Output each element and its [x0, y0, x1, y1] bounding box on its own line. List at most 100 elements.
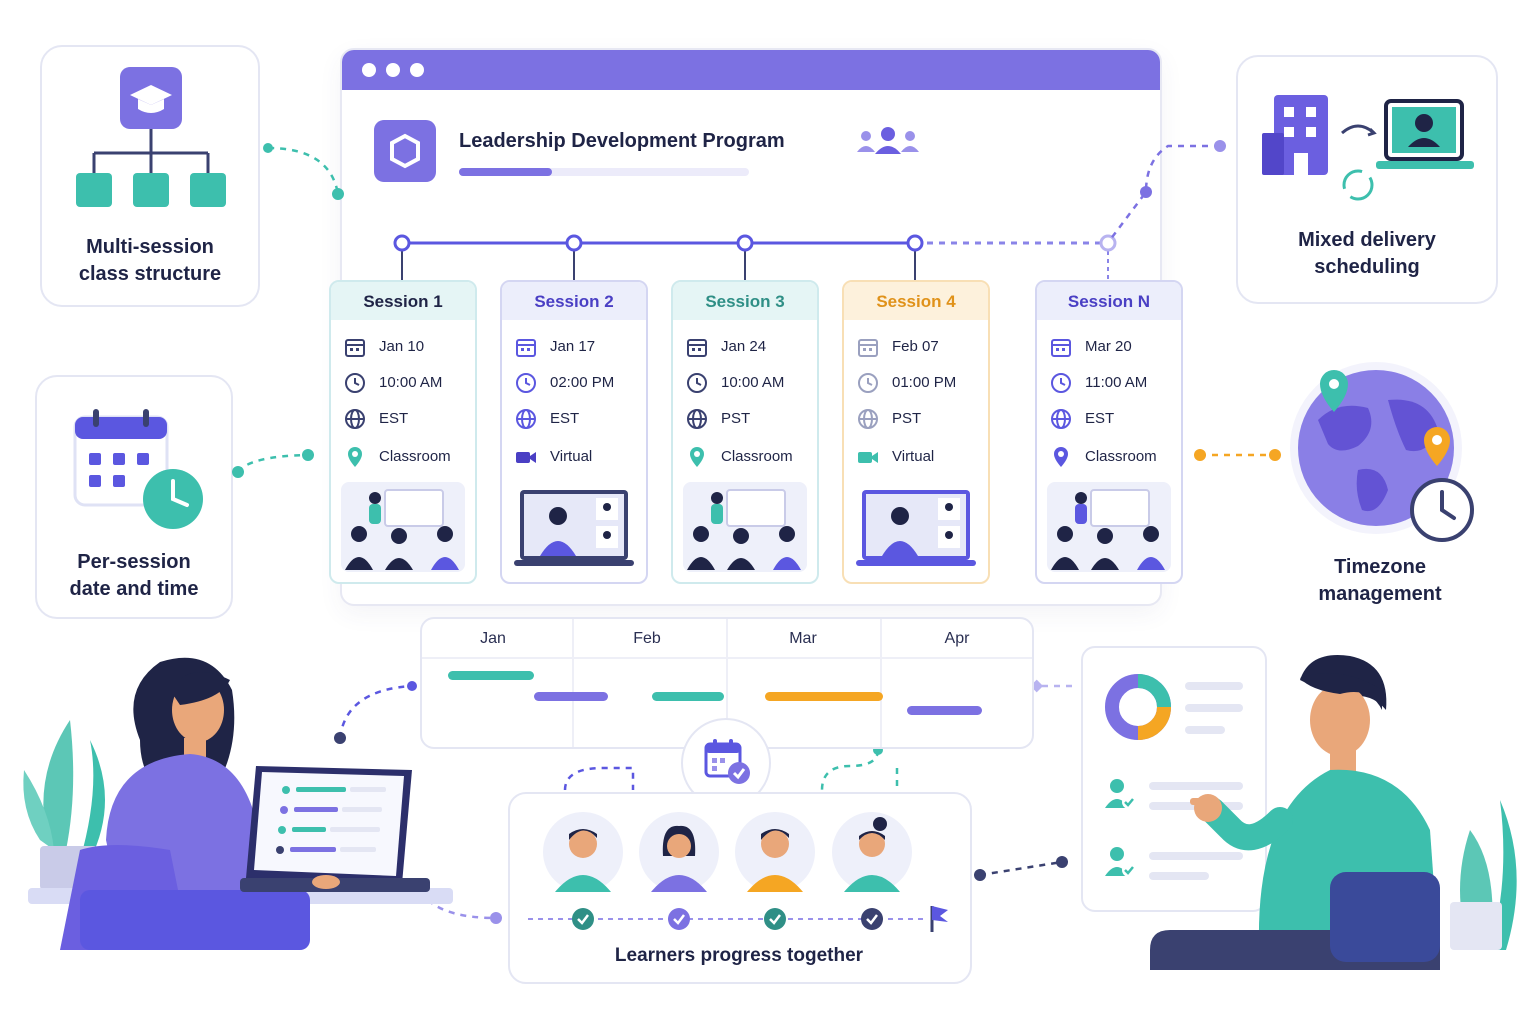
window-dot [410, 63, 424, 77]
per-session-line1: Per-session [77, 551, 191, 573]
clock-icon [516, 373, 536, 393]
per-session-label: Per-session date and time [37, 549, 231, 603]
timeline-month: Mar [789, 630, 817, 647]
multi-session-label: Multi-session class structure [42, 234, 258, 288]
session-date: Jan 10 [379, 338, 425, 355]
program-progress-fill [459, 168, 552, 176]
timezone-line2: management [1318, 583, 1442, 605]
calendar-icon [345, 339, 365, 357]
building-laptop-sync-icon [1262, 95, 1474, 201]
video-camera-icon [516, 452, 536, 463]
session-card[interactable]: Session 4 Feb 07 01:00 PM PST Virtual [842, 280, 990, 584]
session-time: 11:00 AM [1085, 374, 1148, 391]
session-mode: Classroom [721, 448, 793, 465]
calendar-clock-icon [73, 409, 203, 529]
session-time: 10:00 AM [379, 374, 443, 391]
calendar-icon [1051, 339, 1071, 357]
session-date: Jan 17 [550, 338, 596, 355]
timeline-month: Feb [633, 630, 661, 647]
timeline-bar[interactable] [907, 706, 982, 715]
session-mode: Classroom [1085, 448, 1157, 465]
session-timezone: PST [892, 410, 922, 427]
timeline-gridline [572, 619, 574, 747]
learner-avatar [639, 812, 719, 892]
session-timezone: EST [550, 410, 580, 427]
report-line [1185, 726, 1225, 734]
session-connector [393, 234, 1117, 280]
globe-clock-icon [1290, 362, 1474, 542]
clock-icon [687, 373, 707, 393]
learner-avatar [832, 812, 912, 892]
globe-icon [1051, 409, 1071, 429]
learners-label: Learners progress together [614, 945, 864, 966]
session-mode: Virtual [550, 448, 593, 465]
session-timezone: EST [379, 410, 409, 427]
virtual-illustration [512, 482, 636, 572]
timeline-bar[interactable] [765, 692, 883, 701]
timeline-bar[interactable] [448, 671, 534, 680]
session-time: 02:00 PM [550, 374, 615, 391]
learner-avatar [735, 812, 815, 892]
mixed-delivery-card: Mixed delivery scheduling [1236, 55, 1498, 304]
session-card[interactable]: Session 2 Jan 17 02:00 PM EST Virtual [500, 280, 648, 584]
per-session-card: Per-session date and time [35, 375, 233, 619]
mixed-delivery-line1: Mixed delivery [1298, 229, 1436, 251]
video-camera-icon [858, 452, 878, 463]
hierarchy-icon [76, 67, 226, 207]
session-time: 10:00 AM [721, 374, 785, 391]
classroom-illustration [683, 482, 807, 572]
window-dot [362, 63, 376, 77]
session-date: Jan 24 [721, 338, 767, 355]
people-group-icon [857, 127, 919, 154]
man-pointing-illustration [1150, 655, 1517, 970]
session-mode: Classroom [379, 448, 451, 465]
globe-icon [687, 409, 707, 429]
timeline-month: Apr [944, 630, 970, 647]
session-card[interactable]: Session N Mar 20 11:00 AM EST Classroom [1035, 280, 1183, 584]
timeline-gridline [880, 619, 882, 747]
mixed-delivery-line2: scheduling [1314, 256, 1420, 278]
window-title-bar [342, 50, 1160, 90]
user-check-icon [1105, 779, 1136, 809]
virtual-illustration [854, 482, 978, 572]
calendar-icon [516, 339, 536, 357]
session-date: Feb 07 [892, 338, 939, 355]
timezone-line1: Timezone [1334, 556, 1426, 578]
globe-icon [345, 409, 365, 429]
location-pin-icon [348, 447, 362, 467]
clock-icon [1051, 373, 1071, 393]
session-title: Session N [1037, 282, 1181, 320]
session-card[interactable]: Session 3 Jan 24 10:00 AM PST Classroom [671, 280, 819, 584]
program-title: Leadership Development Program [459, 130, 785, 152]
classroom-illustration [341, 482, 465, 572]
session-date: Mar 20 [1085, 338, 1132, 355]
learner-progress-track [528, 812, 948, 932]
session-time: 01:00 PM [892, 374, 957, 391]
user-check-icon [1105, 847, 1136, 877]
report-line [1149, 872, 1209, 880]
timeline-bar[interactable] [652, 692, 724, 701]
report-line [1149, 852, 1243, 860]
calendar-check-icon [704, 739, 750, 784]
window-dot [386, 63, 400, 77]
timeline-gridline [726, 619, 728, 747]
session-title: Session 4 [844, 282, 988, 320]
multi-session-card: Multi-session class structure [40, 45, 260, 307]
multi-session-line1: Multi-session [86, 236, 214, 258]
woman-laptop-illustration [23, 657, 453, 950]
session-timezone: EST [1085, 410, 1115, 427]
per-session-line2: date and time [69, 578, 199, 600]
calendar-icon [858, 339, 878, 357]
program-progress-track [459, 168, 749, 176]
timeline-month: Jan [480, 630, 506, 647]
timeline-bar[interactable] [534, 692, 608, 701]
donut-chart-icon [1105, 674, 1171, 740]
session-card[interactable]: Session 1 Jan 10 10:00 AM EST Classroom [329, 280, 477, 584]
globe-icon [858, 409, 878, 429]
program-logo-icon [374, 120, 436, 182]
multi-session-line2: class structure [78, 263, 222, 285]
clock-icon [858, 373, 878, 393]
session-timezone: PST [721, 410, 751, 427]
calendar-icon [687, 339, 707, 357]
